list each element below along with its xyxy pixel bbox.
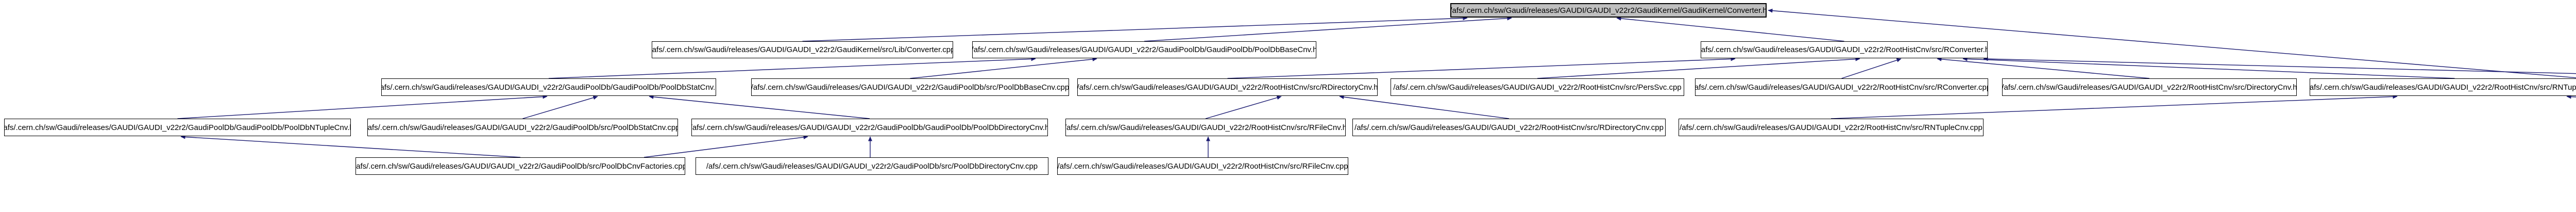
graph-node-label: /afs/.cern.ch/sw/Gaudi/releases/GAUDI/GA…: [1680, 123, 1982, 132]
include-edge-rconverter_h-to-converter_h: [1616, 16, 1844, 42]
include-edge-converter_cpp-to-converter_h: [802, 16, 1468, 42]
include-edge-rcwntuplecnv_h-to-rntuplecnv_h: [2566, 94, 2576, 99]
graph-node-rdirectorycnv_cpp[interactable]: /afs/.cern.ch/sw/Gaudi/releases/GAUDI/GA…: [1352, 119, 1666, 136]
graph-node-label: /afs/.cern.ch/sw/Gaudi/releases/GAUDI/GA…: [1354, 123, 1664, 132]
include-edge-directorycnv_h-to-rconverter_h: [1937, 57, 2150, 79]
graph-node-label: /afs/.cern.ch/sw/Gaudi/releases/GAUDI/GA…: [1393, 83, 1682, 92]
graph-node-label: /afs/.cern.ch/sw/Gaudi/releases/GAUDI/GA…: [4, 123, 351, 132]
include-edge-pooldb_directorycnv_h-to-pooldb_statcnv_h: [649, 94, 870, 119]
include-edge-pooldb_statcnv_cpp-to-pooldb_statcnv_h: [522, 95, 598, 119]
graph-node-label: /afs/.cern.ch/sw/Gaudi/releases/GAUDI/GA…: [652, 45, 953, 54]
graph-node-pooldb_cnvfactories_cpp[interactable]: /afs/.cern.ch/sw/Gaudi/releases/GAUDI/GA…: [355, 157, 685, 175]
graph-node-converter_cpp[interactable]: /afs/.cern.ch/sw/Gaudi/releases/GAUDI/GA…: [652, 41, 953, 58]
graph-node-rntuplecnv_cpp[interactable]: /afs/.cern.ch/sw/Gaudi/releases/GAUDI/GA…: [1679, 119, 1984, 136]
graph-node-label: /afs/.cern.ch/sw/Gaudi/releases/GAUDI/GA…: [1065, 123, 1346, 132]
include-edge-pooldb_cnvfactories_cpp-to-pooldb_ntuplecnv_h: [180, 135, 521, 158]
graph-node-label: /afs/.cern.ch/sw/Gaudi/releases/GAUDI/GA…: [706, 161, 1038, 171]
graph-node-label: /afs/.cern.ch/sw/Gaudi/releases/GAUDI/GA…: [972, 45, 1316, 54]
include-edge-pooldb_basecnv_h-to-converter_h: [1144, 16, 1512, 42]
graph-node-pooldb_basecnv_h[interactable]: /afs/.cern.ch/sw/Gaudi/releases/GAUDI/GA…: [972, 41, 1316, 58]
graph-node-converter_h: /afs/.cern.ch/sw/Gaudi/releases/GAUDI/GA…: [1450, 3, 1767, 18]
graph-node-pooldb_statcnv_cpp[interactable]: /afs/.cern.ch/sw/Gaudi/releases/GAUDI/GA…: [367, 119, 678, 136]
graph-node-label: /afs/.cern.ch/sw/Gaudi/releases/GAUDI/GA…: [1057, 161, 1348, 171]
include-edge-rfilecnv_h-to-rdirectorycnv_h: [1205, 95, 1282, 119]
graph-node-label: /afs/.cern.ch/sw/Gaudi/releases/GAUDI/GA…: [1695, 83, 1988, 92]
graph-node-rfilecnv_cpp[interactable]: /afs/.cern.ch/sw/Gaudi/releases/GAUDI/GA…: [1057, 157, 1348, 175]
include-edge-rhistogramcnv_h-to-rconverter_h: [1983, 57, 2576, 74]
graph-node-label: /afs/.cern.ch/sw/Gaudi/releases/GAUDI/GA…: [751, 83, 1069, 92]
graph-node-rfilecnv_h[interactable]: /afs/.cern.ch/sw/Gaudi/releases/GAUDI/GA…: [1065, 119, 1346, 136]
graph-node-label: /afs/.cern.ch/sw/Gaudi/releases/GAUDI/GA…: [1701, 45, 1988, 54]
graph-node-label: /afs/.cern.ch/sw/Gaudi/releases/GAUDI/GA…: [367, 123, 678, 132]
graph-node-pooldb_ntuplecnv_h[interactable]: /afs/.cern.ch/sw/Gaudi/releases/GAUDI/GA…: [4, 119, 351, 136]
graph-node-label: /afs/.cern.ch/sw/Gaudi/releases/GAUDI/GA…: [2002, 83, 2297, 92]
include-edge-pooldb_basecnv_cpp-to-pooldb_basecnv_h: [910, 57, 1097, 79]
graph-node-pooldb_directorycnv_cpp[interactable]: /afs/.cern.ch/sw/Gaudi/releases/GAUDI/GA…: [696, 157, 1048, 175]
graph-node-pooldb_basecnv_cpp[interactable]: /afs/.cern.ch/sw/Gaudi/releases/GAUDI/GA…: [751, 78, 1069, 96]
graph-node-label: /afs/.cern.ch/sw/Gaudi/releases/GAUDI/GA…: [2310, 83, 2576, 92]
graph-node-rdirectorycnv_h[interactable]: /afs/.cern.ch/sw/Gaudi/releases/GAUDI/GA…: [1077, 78, 1378, 96]
include-edge-rntuplecnv_cpp-to-rntuplecnv_h: [1831, 94, 2398, 119]
graph-node-label: /afs/.cern.ch/sw/Gaudi/releases/GAUDI/GA…: [1077, 83, 1378, 92]
graph-node-label: /afs/.cern.ch/sw/Gaudi/releases/GAUDI/GA…: [1450, 6, 1767, 15]
graph-node-label: /afs/.cern.ch/sw/Gaudi/releases/GAUDI/GA…: [691, 123, 1048, 132]
graph-node-pooldb_statcnv_h[interactable]: /afs/.cern.ch/sw/Gaudi/releases/GAUDI/GA…: [381, 78, 716, 96]
graph-node-perssvc_cpp[interactable]: /afs/.cern.ch/sw/Gaudi/releases/GAUDI/GA…: [1391, 78, 1684, 96]
graph-node-label: /afs/.cern.ch/sw/Gaudi/releases/GAUDI/GA…: [355, 161, 685, 171]
include-edge-pooldb_statcnv_h-to-pooldb_basecnv_h: [548, 57, 1036, 79]
graph-node-rntuplecnv_h[interactable]: /afs/.cern.ch/sw/Gaudi/releases/GAUDI/GA…: [2310, 78, 2576, 96]
include-edge-rdirectorycnv_h-to-rconverter_h: [1227, 57, 1736, 79]
graph-node-rconverter_cpp[interactable]: /afs/.cern.ch/sw/Gaudi/releases/GAUDI/GA…: [1695, 78, 1988, 96]
include-edge-perssvc_cpp-to-rconverter_h: [1537, 57, 1860, 79]
graph-node-rconverter_h[interactable]: /afs/.cern.ch/sw/Gaudi/releases/GAUDI/GA…: [1701, 41, 1988, 58]
include-edge-rcwntuplecnv_h-to-converter_h: [1768, 8, 2576, 78]
graph-node-label: /afs/.cern.ch/sw/Gaudi/releases/GAUDI/GA…: [381, 83, 716, 92]
graph-node-directorycnv_h[interactable]: /afs/.cern.ch/sw/Gaudi/releases/GAUDI/GA…: [2002, 78, 2297, 96]
include-edge-rntuplecnv_h-to-rconverter_h: [1962, 57, 2455, 79]
include-edge-pooldb_ntuplecnv_h-to-pooldb_statcnv_h: [177, 94, 548, 119]
include-edge-rdirectorycnv_cpp-to-rdirectorycnv_h: [1339, 95, 1510, 119]
include-edge-rconverter_cpp-to-rconverter_h: [1841, 58, 1902, 79]
include-edge-pooldb_cnvfactories_cpp-to-pooldb_directorycnv_h: [643, 135, 808, 158]
graph-node-pooldb_directorycnv_h[interactable]: /afs/.cern.ch/sw/Gaudi/releases/GAUDI/GA…: [691, 119, 1048, 136]
